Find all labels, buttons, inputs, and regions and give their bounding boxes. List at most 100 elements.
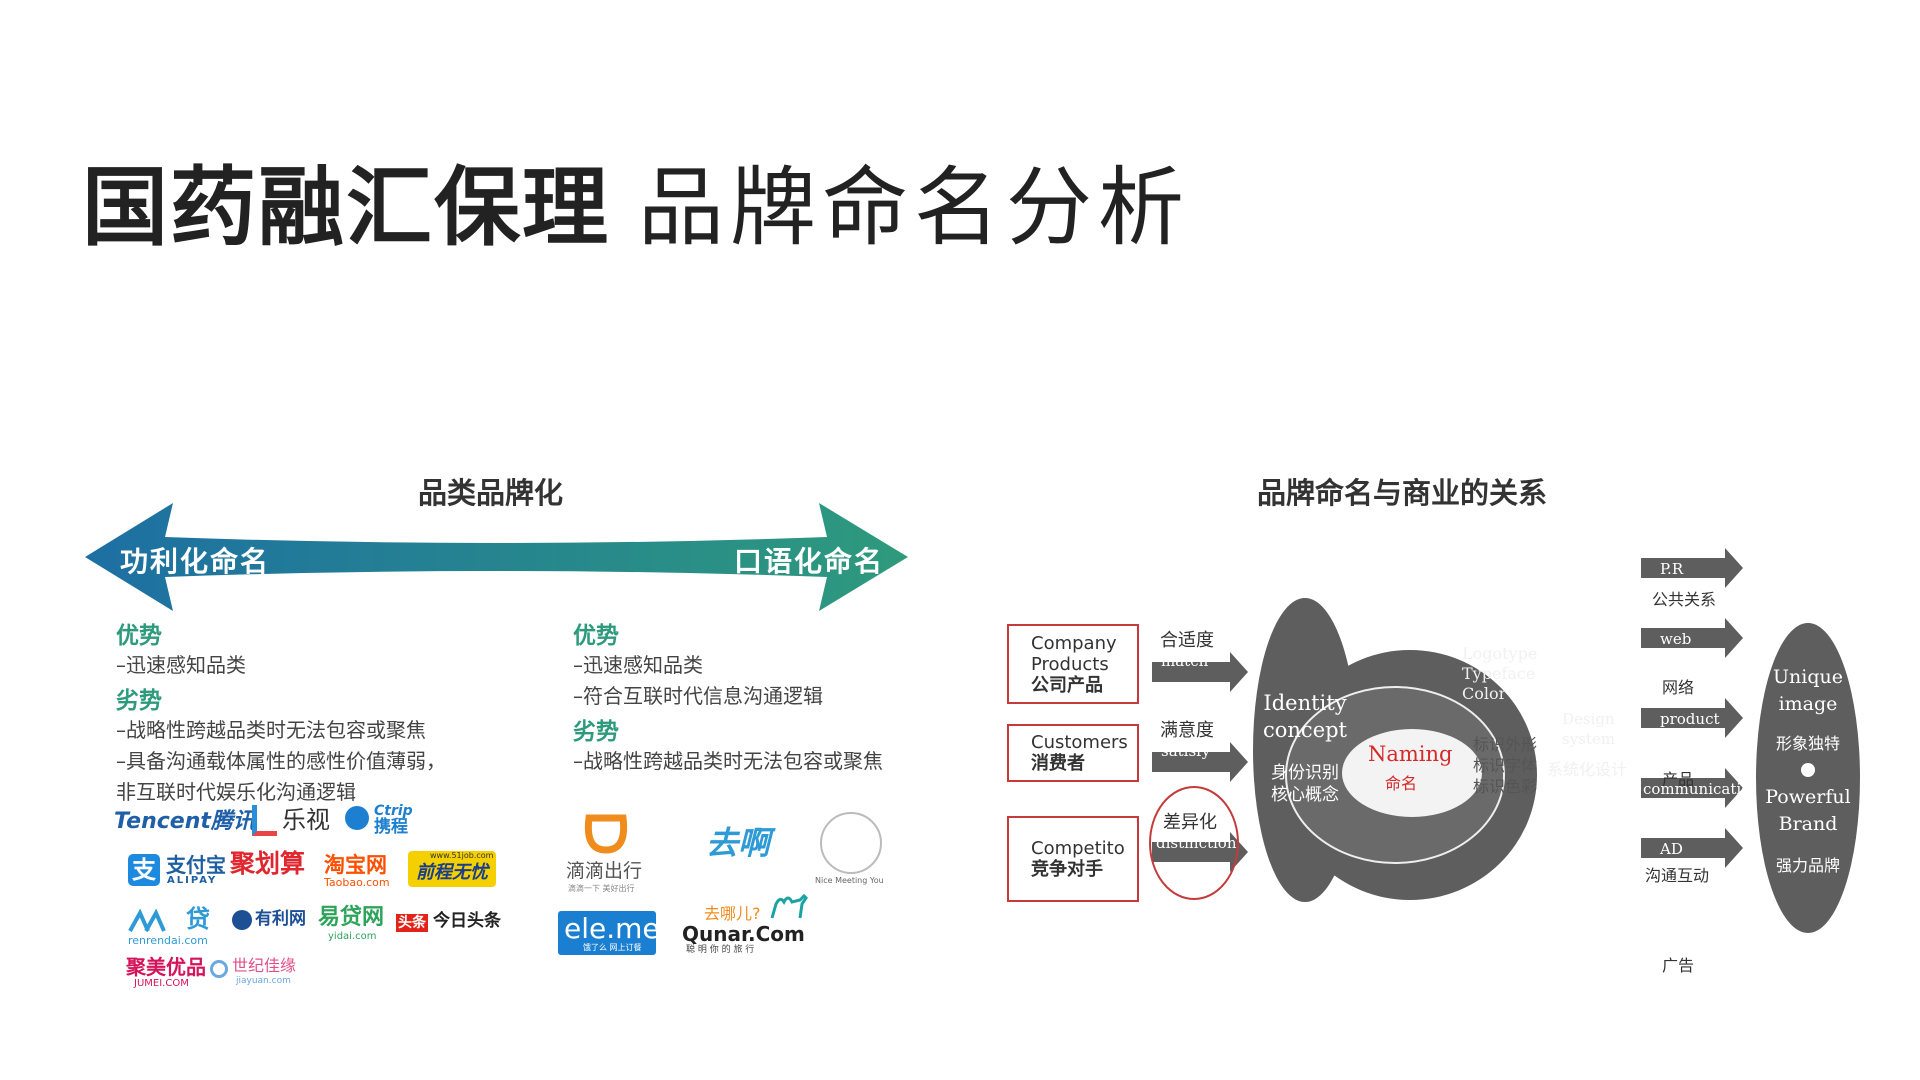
naming-label-en: Naming bbox=[1368, 742, 1453, 766]
logotype-label: Logotype bbox=[1462, 644, 1538, 663]
arrow-out-product bbox=[1641, 698, 1743, 738]
communication-label-en: communication bbox=[1643, 780, 1743, 798]
col2-advantage-title: 优势 bbox=[573, 623, 619, 649]
qunar-slogan: 聪 明 你 的 旅 行 bbox=[686, 945, 755, 955]
box-label-en: Company bbox=[1031, 632, 1117, 654]
col1-text: 优势 –迅速感知品类 劣势 –战略性跨越品类时无法包容或聚焦 –具备沟通载体属性… bbox=[116, 616, 446, 808]
qiancheng-badge bbox=[408, 851, 496, 887]
toutiao-badge: 头条 bbox=[396, 914, 428, 932]
ctrip-logo-zh: 携程 bbox=[374, 817, 408, 837]
qunar-camel-icon bbox=[770, 892, 808, 920]
arrow-out-ad bbox=[1641, 828, 1743, 868]
unique-image-zh: 形象独特 bbox=[1775, 734, 1840, 753]
identity-zh: 身份识别 核心概念 bbox=[1258, 762, 1352, 806]
arrow-out-web bbox=[1641, 618, 1743, 658]
tencent-logo: Tencent腾讯 bbox=[114, 809, 255, 834]
juhuasuan-logo: 聚划算 bbox=[230, 849, 306, 878]
identity-zh-1: 身份识别 bbox=[1271, 763, 1339, 783]
left-heading: 品类品牌化 bbox=[418, 476, 564, 510]
col1-disadvantage-title: 劣势 bbox=[116, 688, 162, 714]
satisfy-label-en: satisfy bbox=[1161, 742, 1211, 760]
yidaiwang-logo: 易贷网 bbox=[318, 905, 385, 930]
arrow-label-left: 功利化命名 bbox=[120, 545, 271, 578]
inner-label-shape: 标识外形 bbox=[1473, 735, 1538, 754]
col2-disadvantage-item: –战略性跨越品类时无法包容或聚焦 bbox=[573, 749, 883, 773]
arrow-out-communication bbox=[1641, 768, 1743, 808]
renrendai-people-icon bbox=[128, 909, 166, 932]
inner-labels: 标识外形 标识字体 标识色彩 bbox=[1473, 734, 1537, 797]
eleme-logo: ele.me bbox=[564, 912, 660, 945]
page-title: 国药融汇保理品牌命名分析 bbox=[82, 165, 1190, 251]
col1-disadvantage-item: 非互联时代娱乐化沟通逻辑 bbox=[116, 780, 356, 804]
design-system-labels: Design system bbox=[1562, 709, 1615, 749]
didi-logo: 滴滴出行 bbox=[566, 860, 643, 882]
youliwang-icon bbox=[232, 910, 252, 930]
title-brand: 国药融汇保理 bbox=[82, 158, 610, 258]
taobao-logo: 淘宝网 bbox=[324, 853, 387, 877]
renrendai-url: renrendai.com bbox=[128, 934, 208, 947]
nice-meeting-seal-icon bbox=[820, 812, 882, 874]
product-label-en: product bbox=[1660, 710, 1720, 728]
naming-label-zh: 命名 bbox=[1385, 774, 1418, 793]
box-label-en: Customers bbox=[1031, 732, 1128, 753]
unique-label: Unique bbox=[1773, 666, 1843, 688]
title-topic: 品牌命名分析 bbox=[638, 158, 1190, 258]
company-products-box: Company Products 公司产品 bbox=[1007, 624, 1139, 704]
eleme-slogan: 饿了么 网上订餐 bbox=[583, 943, 642, 952]
col2-advantage-item: –迅速感知品类 bbox=[573, 653, 703, 677]
distinction-label-en: distinction bbox=[1156, 834, 1237, 852]
alipay-logo-en: ALIPAY bbox=[167, 875, 218, 886]
logotype-labels: Logotype Typeface Color bbox=[1462, 644, 1537, 704]
inner-label-color: 标识色彩 bbox=[1473, 777, 1538, 796]
arrow-in-match bbox=[1152, 652, 1248, 692]
eleme-badge bbox=[558, 911, 656, 955]
arrow-in-distinction bbox=[1152, 832, 1248, 872]
communication-label-zh: 沟通互动 bbox=[1645, 866, 1710, 885]
taobao-logo-en: Taobao.com bbox=[324, 876, 390, 889]
col1-advantage-item: –迅速感知品类 bbox=[116, 653, 246, 677]
match-label-zh: 合适度 bbox=[1160, 630, 1214, 651]
jumei-logo-en: JUMEI.COM bbox=[134, 978, 189, 989]
color-label: Color bbox=[1462, 684, 1507, 703]
design-label: Design bbox=[1562, 710, 1615, 728]
shiji-logo: 世纪佳缘 bbox=[232, 956, 297, 975]
identity-label: Identity concept bbox=[1258, 690, 1352, 744]
web-label-en: web bbox=[1660, 630, 1692, 648]
qunar-logo-zh: 去哪儿? bbox=[704, 904, 761, 923]
typeface-label: Typeface bbox=[1462, 664, 1536, 683]
col2-disadvantage-title: 劣势 bbox=[573, 719, 619, 745]
brand-label: Brand bbox=[1778, 813, 1838, 835]
design-system-zh: 系统化设计 bbox=[1547, 760, 1628, 779]
qiancheng-logo: 前程无忧 bbox=[416, 862, 488, 883]
web-label-zh: 网络 bbox=[1662, 678, 1695, 697]
qua-logo: 去啊 bbox=[706, 824, 771, 862]
system-label: system bbox=[1562, 730, 1615, 748]
didi-icon bbox=[584, 814, 628, 854]
powerful-brand-zh: 强力品牌 bbox=[1775, 856, 1840, 875]
category-double-arrow bbox=[85, 503, 908, 611]
product-label-zh: 产品 bbox=[1662, 770, 1695, 789]
col1-disadvantage-item: –战略性跨越品类时无法包容或聚焦 bbox=[116, 718, 426, 742]
match-label-en: match bbox=[1161, 652, 1209, 670]
youliwang-logo: 有利网 bbox=[255, 909, 306, 929]
nice-meeting-caption: Nice Meeting You bbox=[815, 876, 884, 885]
letv-logo: 乐视 bbox=[282, 806, 330, 834]
qunar-logo: Qunar.Com bbox=[682, 922, 805, 946]
didi-slogan: 滴滴一下 美好出行 bbox=[568, 884, 635, 893]
arrow-out-pr bbox=[1641, 548, 1743, 588]
alipay-icon: 支 bbox=[128, 854, 160, 886]
right-heading: 品牌命名与商业的关系 bbox=[1257, 476, 1548, 510]
pr-label-zh: 公共关系 bbox=[1652, 590, 1717, 609]
image-label: image bbox=[1778, 693, 1838, 715]
ad-label-en: AD bbox=[1660, 840, 1683, 858]
col2-advantage-item: –符合互联时代信息沟通逻辑 bbox=[573, 684, 823, 708]
toutiao-logo: 今日头条 bbox=[433, 911, 501, 931]
renrendai-logo-dai: 贷 bbox=[186, 905, 210, 933]
ad-label-zh: 广告 bbox=[1662, 956, 1695, 975]
competitors-box: Competito 竞争对手 bbox=[1007, 816, 1139, 902]
distinction-label-zh: 差异化 bbox=[1163, 812, 1217, 833]
box-label-zh: 竞争对手 bbox=[1031, 859, 1103, 880]
arrow-label-right: 口语化命名 bbox=[734, 545, 885, 578]
box-label-zh: 公司产品 bbox=[1031, 674, 1103, 696]
customers-box: Customers 消费者 bbox=[1007, 724, 1139, 782]
